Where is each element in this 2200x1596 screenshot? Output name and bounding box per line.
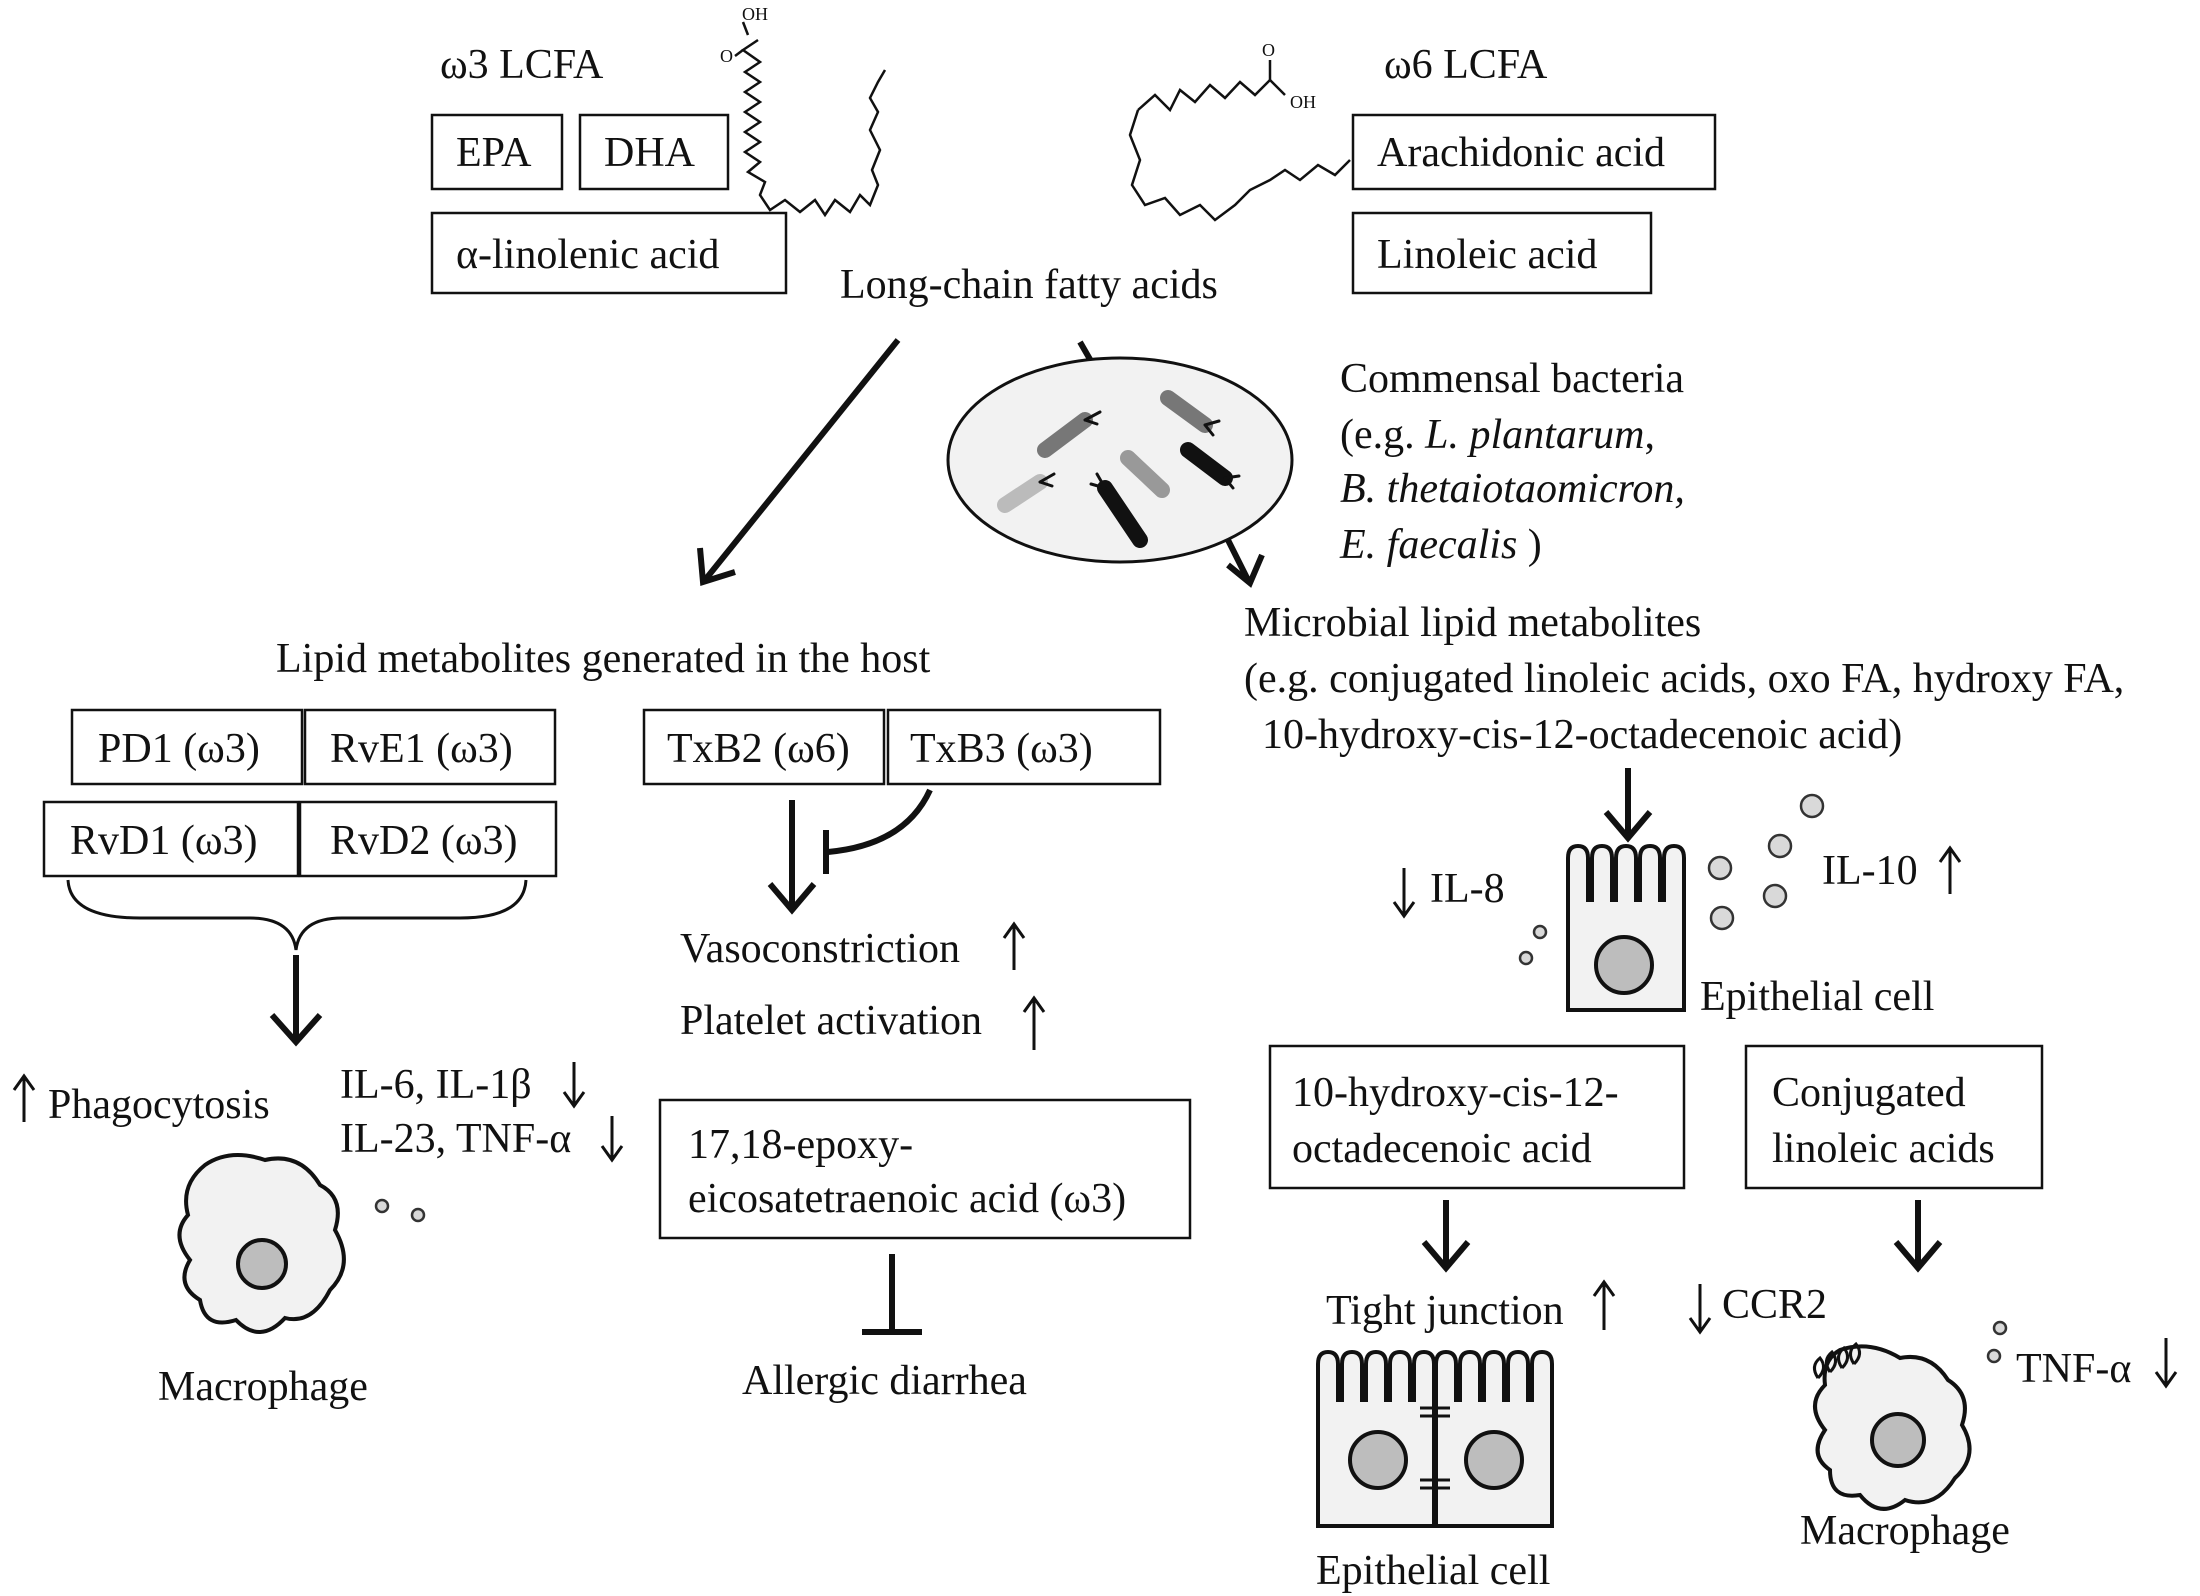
bacteria-description: Commensal bacteria (e.g. L. plantarum, B… [1339, 356, 1685, 568]
phagocytosis-up-arrow [12, 1073, 36, 1122]
arrow-from-bacteria [1225, 538, 1251, 582]
vasoconstriction-up-arrow [1002, 921, 1026, 970]
linoleic-label: Linoleic acid [1377, 232, 1597, 278]
arachidonic-box [1351, 113, 1717, 191]
arrowhead-macrophage [269, 1013, 323, 1047]
microbial-line1: Microbial lipid metabolites [1244, 600, 1701, 646]
arrowhead-epithelial [1603, 810, 1653, 843]
microbial-line3: 10-hydroxy-cis-12-octadecenoic acid) [1262, 712, 1902, 758]
cytokines2-down-arrow [600, 1116, 624, 1163]
pd1-box [70, 708, 304, 786]
cytokines-line1: IL-6, IL-1β [340, 1062, 532, 1108]
resolvin-brace [66, 879, 528, 951]
macrophage-left-label: Macrophage [158, 1364, 368, 1410]
epithelial-cells-bottom [1316, 1349, 1554, 1528]
il10-up-arrow [1938, 845, 1962, 894]
cla-box [1744, 1044, 2044, 1190]
omega3-o-label: O [720, 46, 733, 66]
arrowhead-microbial [1226, 553, 1265, 588]
arachidonic-structure: O OH [1128, 40, 1351, 222]
il8-label: IL-8 [1430, 866, 1505, 912]
omega3-oh-label: OH [742, 4, 768, 24]
txb2-label: TxB2 (ω6) [667, 726, 850, 772]
il8-down-arrow [1392, 868, 1416, 919]
macrophage-right [1813, 1320, 2008, 1511]
hyoa-box [1268, 1044, 1686, 1190]
cla-line1: Conjugated [1772, 1070, 1966, 1116]
tight-junction-label: Tight junction [1326, 1288, 1564, 1334]
epa-box [430, 113, 564, 191]
il10-label: IL-10 [1822, 848, 1918, 894]
rvd1-label: RvD1 (ω3) [70, 818, 257, 864]
bacteria-ellipse [946, 356, 1294, 564]
cytokines-line2: IL-23, TNF-α [340, 1116, 571, 1162]
arrowhead-vasoconstriction [767, 882, 817, 915]
host-title: Lipid metabolites generated in the host [276, 636, 931, 682]
arachidonic-label: Arachidonic acid [1377, 130, 1665, 176]
tight-junction-up-arrow [1592, 1279, 1616, 1330]
txb2-box [642, 708, 886, 786]
hyoa-line1: 10-hydroxy-cis-12- [1292, 1070, 1619, 1116]
alpha-linolenic-box [430, 211, 788, 295]
pd1-label: PD1 (ω3) [98, 726, 260, 772]
omega6-title: ω6 LCFA [1384, 42, 1548, 88]
bacteria-cells [997, 390, 1241, 548]
arrowhead-tight-junction [1421, 1240, 1471, 1273]
txb3-label: TxB3 (ω3) [910, 726, 1093, 772]
epithelial-cell-top [1518, 793, 1825, 1012]
rvd2-label: RvD2 (ω3) [330, 818, 517, 864]
omega3-title: ω3 LCFA [440, 42, 604, 88]
cytokines1-down-arrow [562, 1062, 586, 1109]
epithelial-bottom-label: Epithelial cell [1316, 1548, 1550, 1594]
allergic-label: Allergic diarrhea [742, 1358, 1027, 1404]
arrowhead-macrophage-right [1893, 1240, 1943, 1273]
epoxy-box [658, 1098, 1192, 1240]
rvd2-box [298, 800, 558, 878]
macrophage-right-label: Macrophage [1800, 1508, 2010, 1554]
vasoconstriction-label: Vasoconstriction [680, 926, 960, 972]
ccr2-down-arrow [1688, 1284, 1712, 1335]
macrophage-left [177, 1153, 426, 1334]
epoxy-line1: 17,18-epoxy- [688, 1122, 913, 1168]
rve1-box [303, 708, 557, 786]
rvd1-box [42, 800, 300, 878]
hyoa-line2: octadecenoic acid [1292, 1126, 1592, 1172]
phagocytosis-label: Phagocytosis [48, 1082, 270, 1128]
bacteria-line4: E. faecalis ) [1339, 522, 1542, 568]
epithelial-top-label: Epithelial cell [1700, 974, 1934, 1020]
platelet-label: Platelet activation [680, 998, 982, 1044]
tnf-right-label: TNF-α [2016, 1346, 2131, 1392]
omega6-o-label: O [1262, 40, 1275, 60]
bacteria-line3: B. thetaiotaomicron, [1340, 466, 1685, 512]
bacteria-line2: (e.g. L. plantarum, [1340, 412, 1655, 458]
cla-line2: linoleic acids [1772, 1126, 1995, 1172]
alpha-linolenic-structure: OH O [720, 4, 887, 218]
alpha-linolenic-label: α-linolenic acid [456, 232, 719, 278]
microbial-line2: (e.g. conjugated linoleic acids, oxo FA,… [1244, 656, 2124, 702]
epoxy-line2: eicosatetraenoic acid (ω3) [688, 1176, 1126, 1222]
ccr2-label: CCR2 [1722, 1282, 1827, 1328]
arrowhead-host [697, 547, 736, 586]
lcfa-label: Long-chain fatty acids [840, 262, 1218, 308]
linoleic-box [1351, 211, 1653, 295]
dha-box [578, 113, 730, 191]
txb3-box [886, 708, 1162, 786]
arrow-to-host [702, 338, 901, 582]
platelet-up-arrow [1022, 995, 1046, 1050]
omega6-oh-label: OH [1290, 92, 1316, 112]
tnf-right-down-arrow [2154, 1338, 2178, 1389]
txb3-inhibition [827, 788, 933, 855]
dha-label: DHA [604, 130, 696, 176]
rve1-label: RvE1 (ω3) [330, 726, 513, 772]
bacteria-line1: Commensal bacteria [1340, 356, 1684, 402]
epa-label: EPA [456, 130, 532, 176]
